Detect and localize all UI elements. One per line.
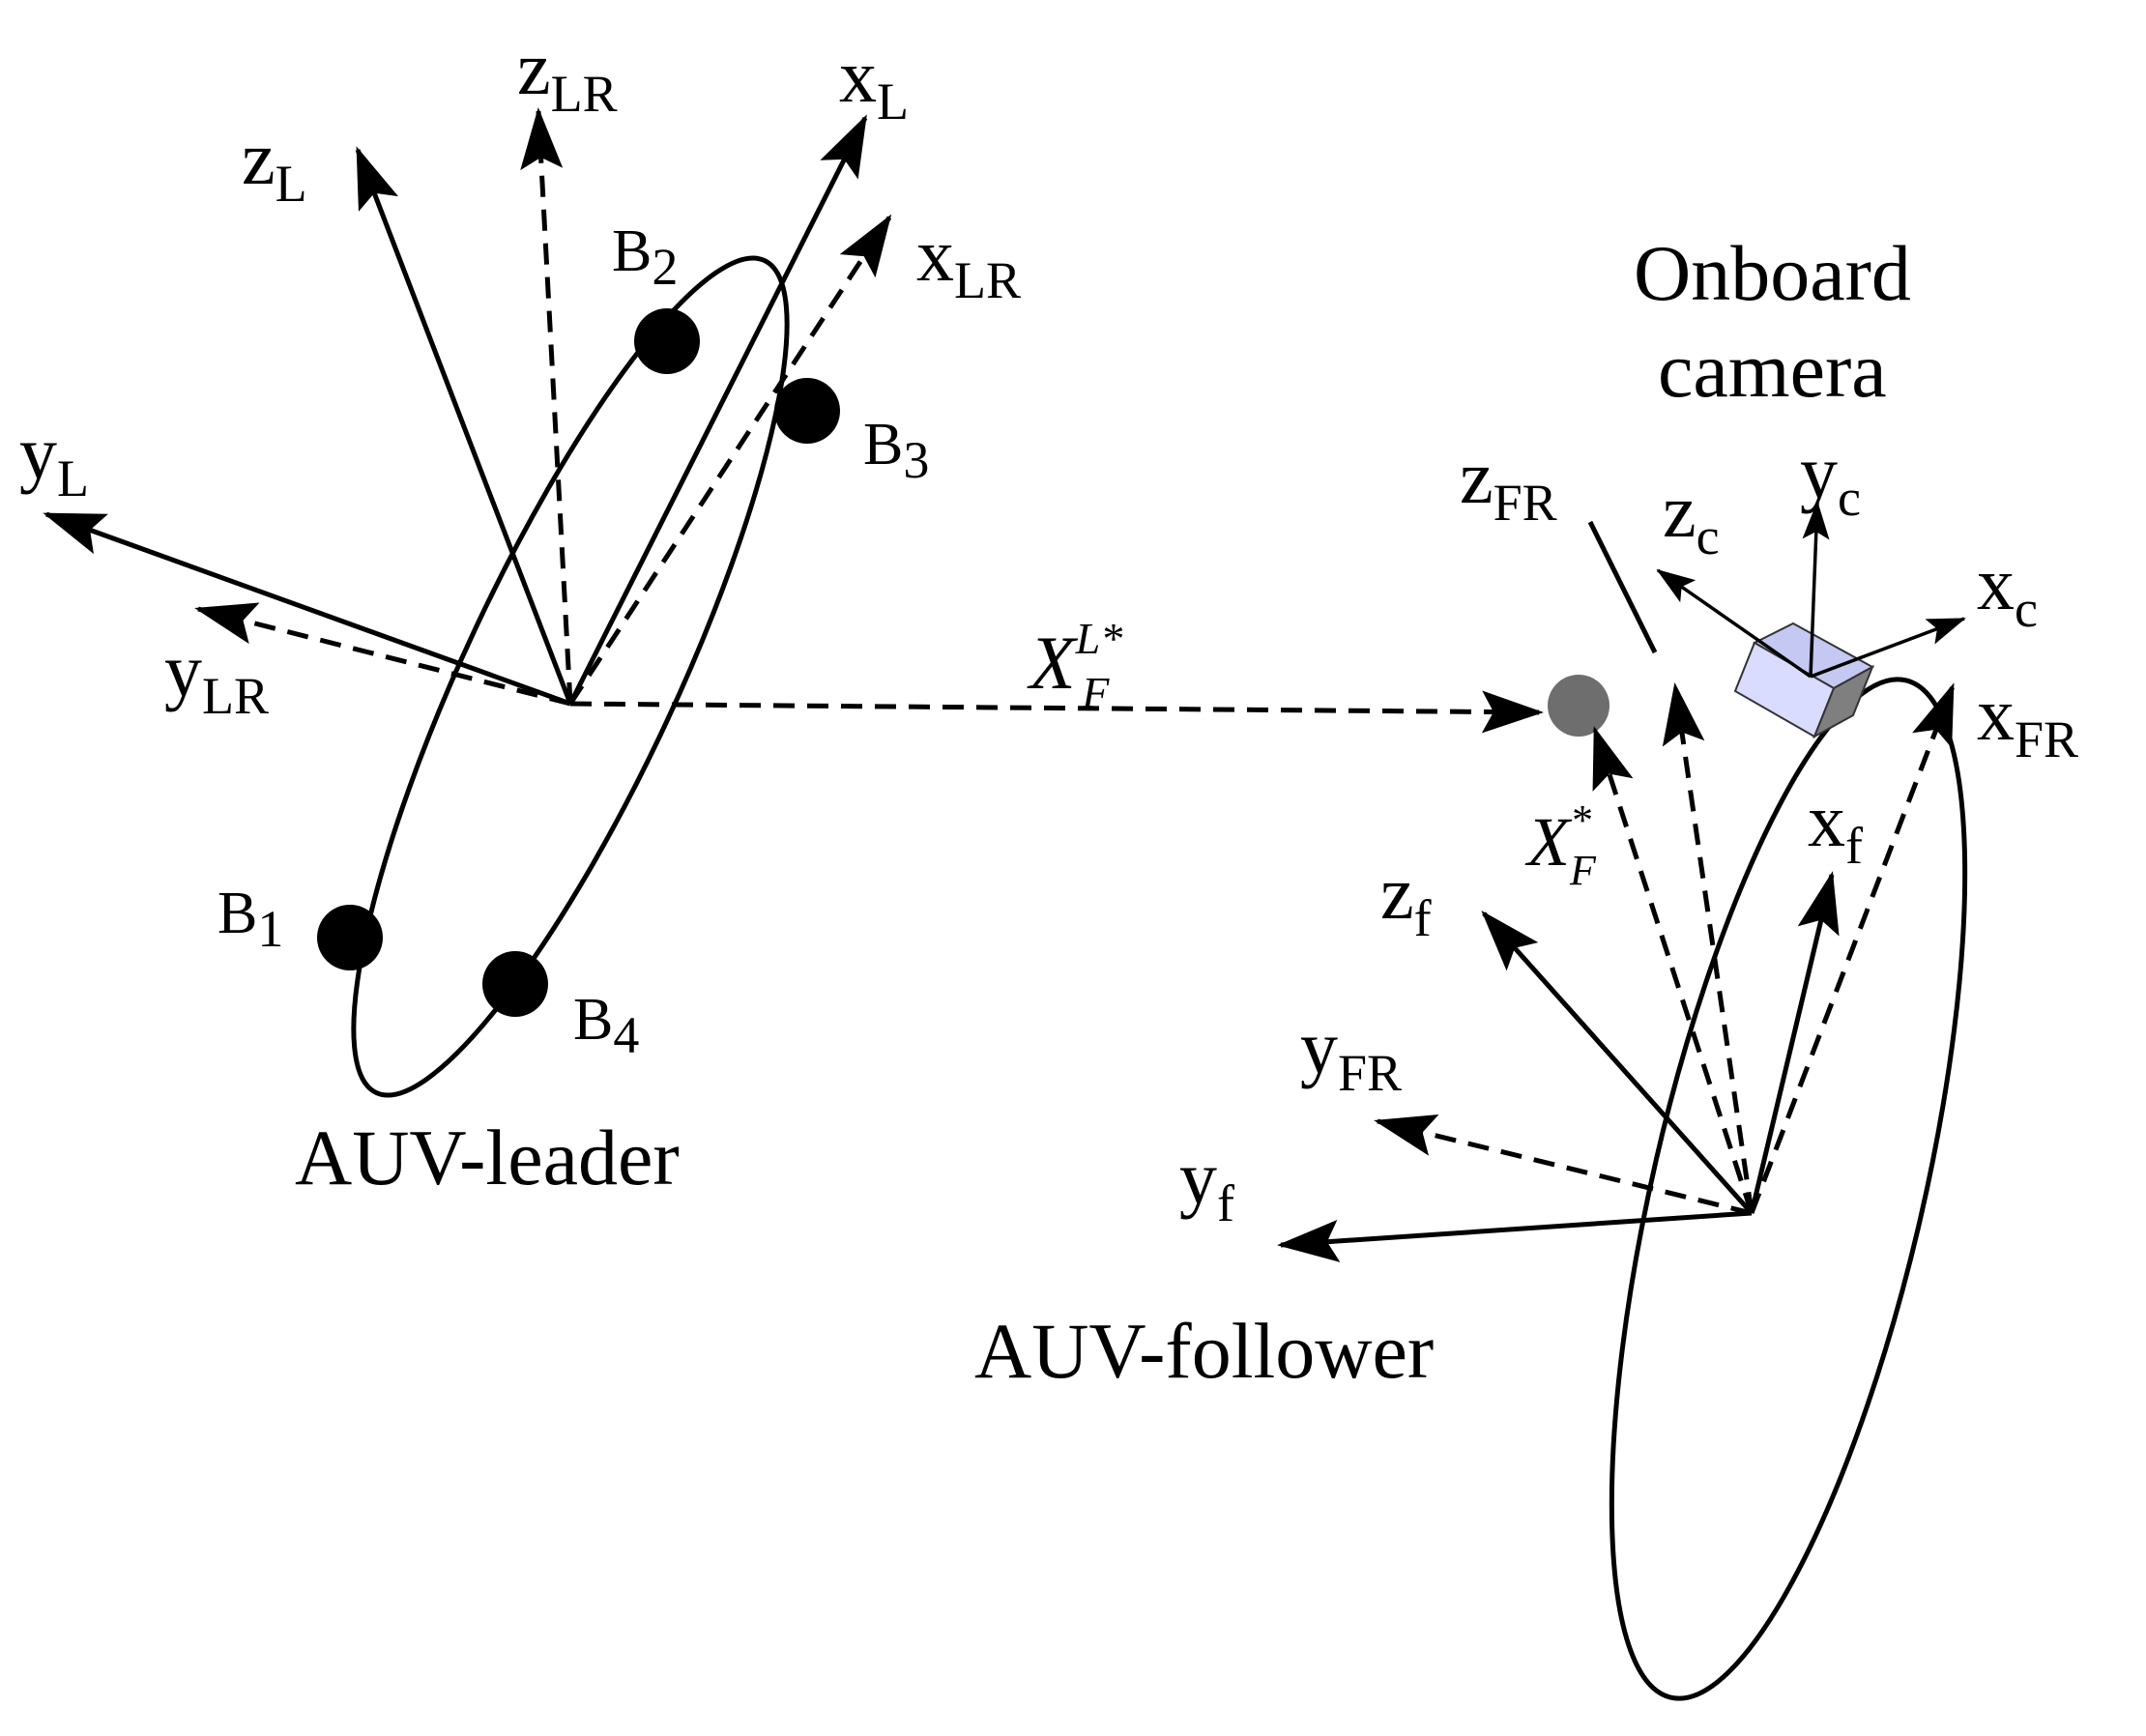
camera-axis-xc — [1810, 617, 1966, 679]
leader-label-xLR: xLR — [916, 213, 1021, 309]
camera-label-yc: yc — [1800, 430, 1861, 527]
follower-label-yf: yf — [1179, 1136, 1234, 1232]
vector-label-xf: X*F — [1524, 796, 1597, 894]
follower-label-zf: zf — [1380, 851, 1432, 947]
camera-group: zc yc xc Onboard camera — [1634, 229, 2038, 739]
relative-position-vector — [569, 690, 1544, 734]
follower-caption: AUV-follower — [974, 1307, 1434, 1395]
leader-body-ellipse — [351, 255, 790, 1098]
follower-axis-xf — [1749, 871, 1840, 1214]
desired-follower-position — [1548, 675, 1610, 737]
leader-caption: AUV-leader — [295, 1114, 680, 1201]
follower-desired-vector — [1592, 726, 1754, 1214]
marker-label-b1: B1 — [218, 881, 283, 958]
follower-axis-zf — [1481, 911, 1754, 1215]
leader-label-zL: zL — [242, 116, 307, 213]
leader-axis-yL — [43, 511, 571, 707]
vector-label-xfl: XL*F — [1027, 614, 1122, 717]
leader-axis-zL — [355, 146, 573, 705]
leader-axis-xLR — [567, 214, 892, 706]
follower-axis-zFR — [1587, 520, 1658, 654]
camera-axis-yc — [1802, 501, 1830, 678]
camera-box-side — [1812, 664, 1874, 739]
marker-b1-dot — [317, 905, 383, 970]
marker-b2-dot — [634, 308, 700, 374]
leader-label-xL: xL — [839, 34, 909, 130]
leader-label-yLR: yLR — [164, 628, 269, 725]
marker-b3-dot — [774, 378, 840, 444]
follower-axis-xFR — [1749, 682, 1956, 1214]
follower-group: zFR xFR yFR xf zf yf X*F AUV-follower — [974, 435, 2078, 1701]
camera-label-xc: xc — [1977, 541, 2038, 638]
follower-label-xf: xf — [1808, 778, 1863, 875]
follower-axis-zFR-dashed — [1662, 682, 1754, 1214]
camera-axis-zc — [1656, 568, 1812, 679]
marker-label-b3: B3 — [863, 412, 929, 489]
marker-b4-dot — [482, 951, 548, 1017]
follower-axis-yFR — [1374, 1114, 1753, 1216]
leader-group: zL zLR xL xLR yL yLR B1 B2 B3 B4 AUV-lea… — [19, 26, 1021, 1201]
camera-caption-line2: camera — [1658, 326, 1887, 414]
follower-label-zFR: zFR — [1460, 435, 1557, 532]
follower-label-yFR: yFR — [1300, 1005, 1402, 1102]
marker-label-b4: B4 — [573, 987, 639, 1064]
leader-axis-xL — [567, 114, 868, 706]
camera-caption-line1: Onboard — [1634, 229, 1911, 317]
marker-label-b2: B2 — [612, 218, 678, 296]
leader-axis-yLR — [194, 602, 571, 707]
follower-body-ellipse — [1609, 677, 1968, 1701]
camera-label-zc: zc — [1663, 469, 1720, 565]
follower-label-xFR: xFR — [1977, 672, 2078, 768]
leader-label-yL: yL — [19, 411, 89, 507]
leader-label-zLR: zLR — [517, 26, 618, 123]
follower-axis-yf — [1277, 1210, 1753, 1262]
leader-axis-zLR — [520, 107, 573, 705]
